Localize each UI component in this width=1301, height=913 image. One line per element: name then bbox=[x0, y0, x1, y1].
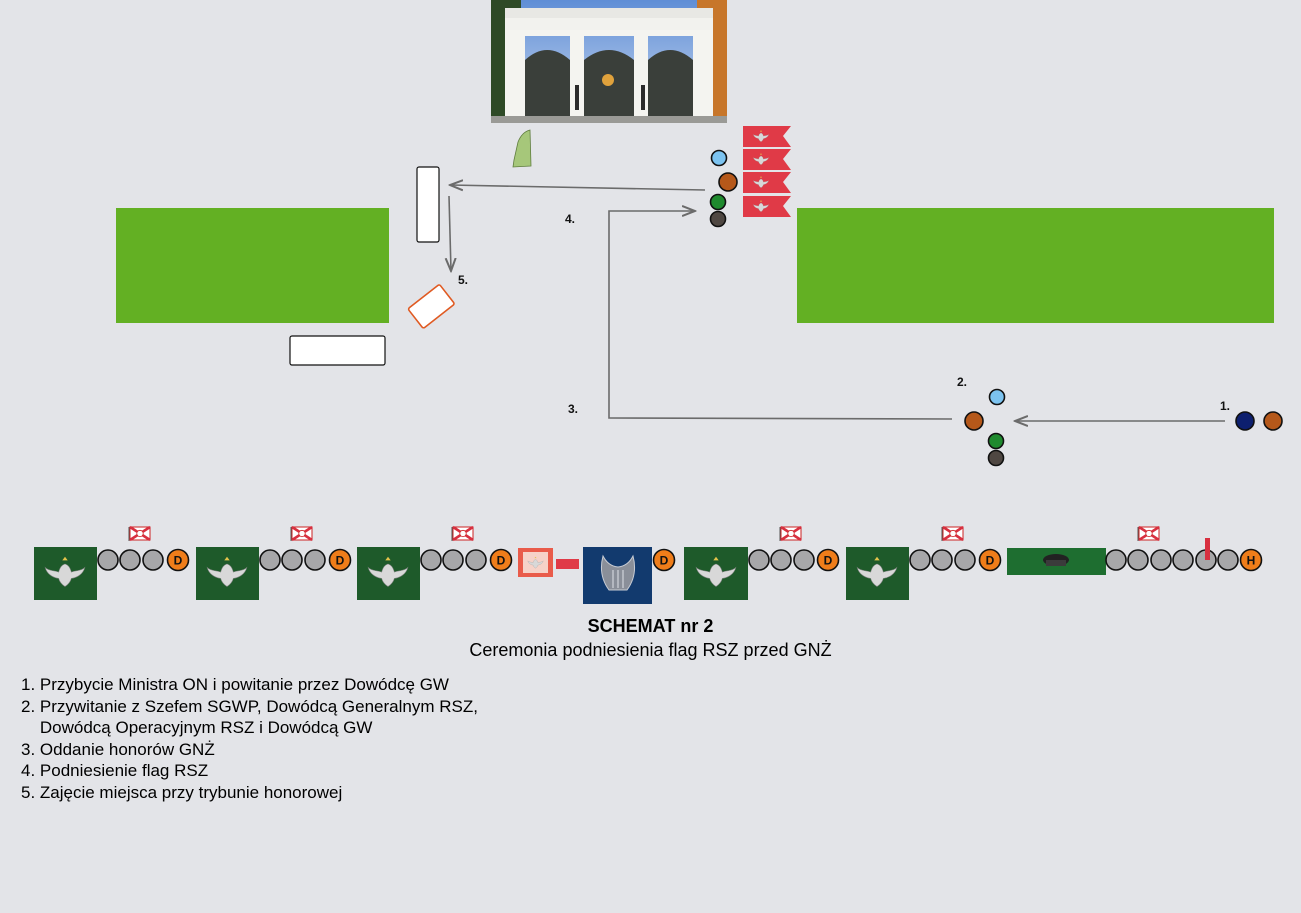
soldier-marker bbox=[909, 549, 931, 571]
legend-list: 1. Przybycie Ministra ON i powitanie prz… bbox=[21, 674, 478, 803]
commander-badge: D bbox=[978, 548, 1002, 572]
pennant-icon bbox=[778, 525, 804, 543]
pennant-icon bbox=[127, 525, 153, 543]
step-labels: 1. 2. 3. 4. 5. bbox=[458, 212, 1230, 416]
soldier-marker bbox=[748, 549, 770, 571]
arrow-to-tribune bbox=[450, 185, 706, 190]
person-marker bbox=[718, 172, 738, 192]
step-label-1: 1. bbox=[1220, 399, 1230, 413]
scheme-subtitle: Ceremonia podniesienia flag RSZ przed GN… bbox=[469, 640, 832, 660]
person-marker bbox=[709, 193, 727, 211]
honor-tribune-horizontal bbox=[289, 335, 386, 366]
legend-item: 5. Zajęcie miejsca przy trybunie honorow… bbox=[21, 782, 343, 802]
soldier-marker bbox=[442, 549, 464, 571]
soldier-marker bbox=[281, 549, 303, 571]
commander-badge: H bbox=[1239, 548, 1263, 572]
lawn-right bbox=[797, 208, 1274, 323]
badge-letter: D bbox=[986, 554, 995, 568]
soldier-marker bbox=[119, 549, 141, 571]
badge-letter: D bbox=[174, 554, 183, 568]
legend-item: 3. Oddanie honorów GNŻ bbox=[21, 739, 215, 759]
soldier-marker bbox=[1150, 549, 1172, 571]
pennant-icon bbox=[940, 525, 966, 543]
unit-formation bbox=[34, 547, 1106, 604]
legend-item: 4. Podniesienie flag RSZ bbox=[21, 761, 209, 780]
person-marker bbox=[987, 432, 1005, 450]
wreath-icon bbox=[512, 129, 532, 168]
flag-bearer-marker bbox=[1205, 538, 1210, 560]
lawn-left bbox=[116, 208, 389, 323]
person-marker bbox=[964, 411, 984, 431]
soldier-marker bbox=[954, 549, 976, 571]
soldier-marker bbox=[1172, 549, 1194, 571]
soldier-marker bbox=[770, 549, 792, 571]
officials-step-1 bbox=[1235, 411, 1283, 431]
legend-item: Dowódcą Operacyjnym RSZ i Dowódcą GW bbox=[21, 718, 373, 737]
officials-step-2 bbox=[964, 388, 1006, 467]
scheme-title: SCHEMAT nr 2 bbox=[587, 616, 714, 636]
legend-item: 1. Przybycie Ministra ON i powitanie prz… bbox=[21, 675, 449, 694]
step-label-3: 3. bbox=[568, 402, 578, 416]
soldier-marker bbox=[304, 549, 326, 571]
commander-badge: D bbox=[166, 548, 190, 572]
legend-item: 2. Przywitanie z Szefem SGWP, Dowódcą Ge… bbox=[21, 696, 478, 716]
person-marker bbox=[988, 388, 1006, 406]
arrow-step-5 bbox=[449, 195, 451, 271]
pennant-icon bbox=[289, 525, 315, 543]
soldier-marker bbox=[259, 549, 281, 571]
flag bbox=[743, 149, 791, 170]
badge-letter: D bbox=[497, 554, 506, 568]
officials-at-flags bbox=[709, 149, 738, 228]
soldier-marker bbox=[1127, 549, 1149, 571]
soldier-marker bbox=[465, 549, 487, 571]
flag bbox=[743, 172, 791, 193]
commander-badge: D bbox=[489, 548, 513, 572]
commander-badges: D D D D D D H bbox=[166, 548, 1263, 572]
pennants bbox=[127, 525, 1162, 543]
commander-badge: D bbox=[816, 548, 840, 572]
tribune-position-marker bbox=[407, 284, 455, 329]
person-marker bbox=[987, 449, 1005, 467]
step-label-4: 4. bbox=[565, 212, 575, 226]
person-marker bbox=[1263, 411, 1283, 431]
commander-badge: D bbox=[652, 548, 676, 572]
soldier-marker bbox=[97, 549, 119, 571]
flag bbox=[743, 126, 791, 147]
person-marker bbox=[709, 210, 727, 228]
soldier-marker bbox=[1217, 549, 1239, 571]
step-label-2: 2. bbox=[957, 375, 967, 389]
arrow-step-3-4 bbox=[608, 211, 953, 420]
route-arrows bbox=[449, 185, 1225, 421]
flags-group bbox=[743, 126, 791, 217]
badge-letter: D bbox=[660, 554, 669, 568]
soldier-marker bbox=[420, 549, 442, 571]
badge-letter: H bbox=[1247, 554, 1256, 568]
tomb-photo bbox=[491, 0, 727, 123]
soldier-marker bbox=[1105, 549, 1127, 571]
soldier-marker bbox=[793, 549, 815, 571]
soldier-marker bbox=[931, 549, 953, 571]
honor-tribune-vertical bbox=[416, 166, 440, 243]
white-red-bar bbox=[556, 559, 579, 569]
badge-letter: D bbox=[336, 554, 345, 568]
person-marker bbox=[710, 149, 728, 167]
person-marker bbox=[1235, 411, 1255, 431]
badge-letter: D bbox=[824, 554, 833, 568]
pennant-icon bbox=[450, 525, 476, 543]
pennant-icon bbox=[1136, 525, 1162, 543]
commander-badge: D bbox=[328, 548, 352, 572]
step-label-5: 5. bbox=[458, 273, 468, 287]
flag bbox=[743, 196, 791, 217]
soldier-marker bbox=[142, 549, 164, 571]
